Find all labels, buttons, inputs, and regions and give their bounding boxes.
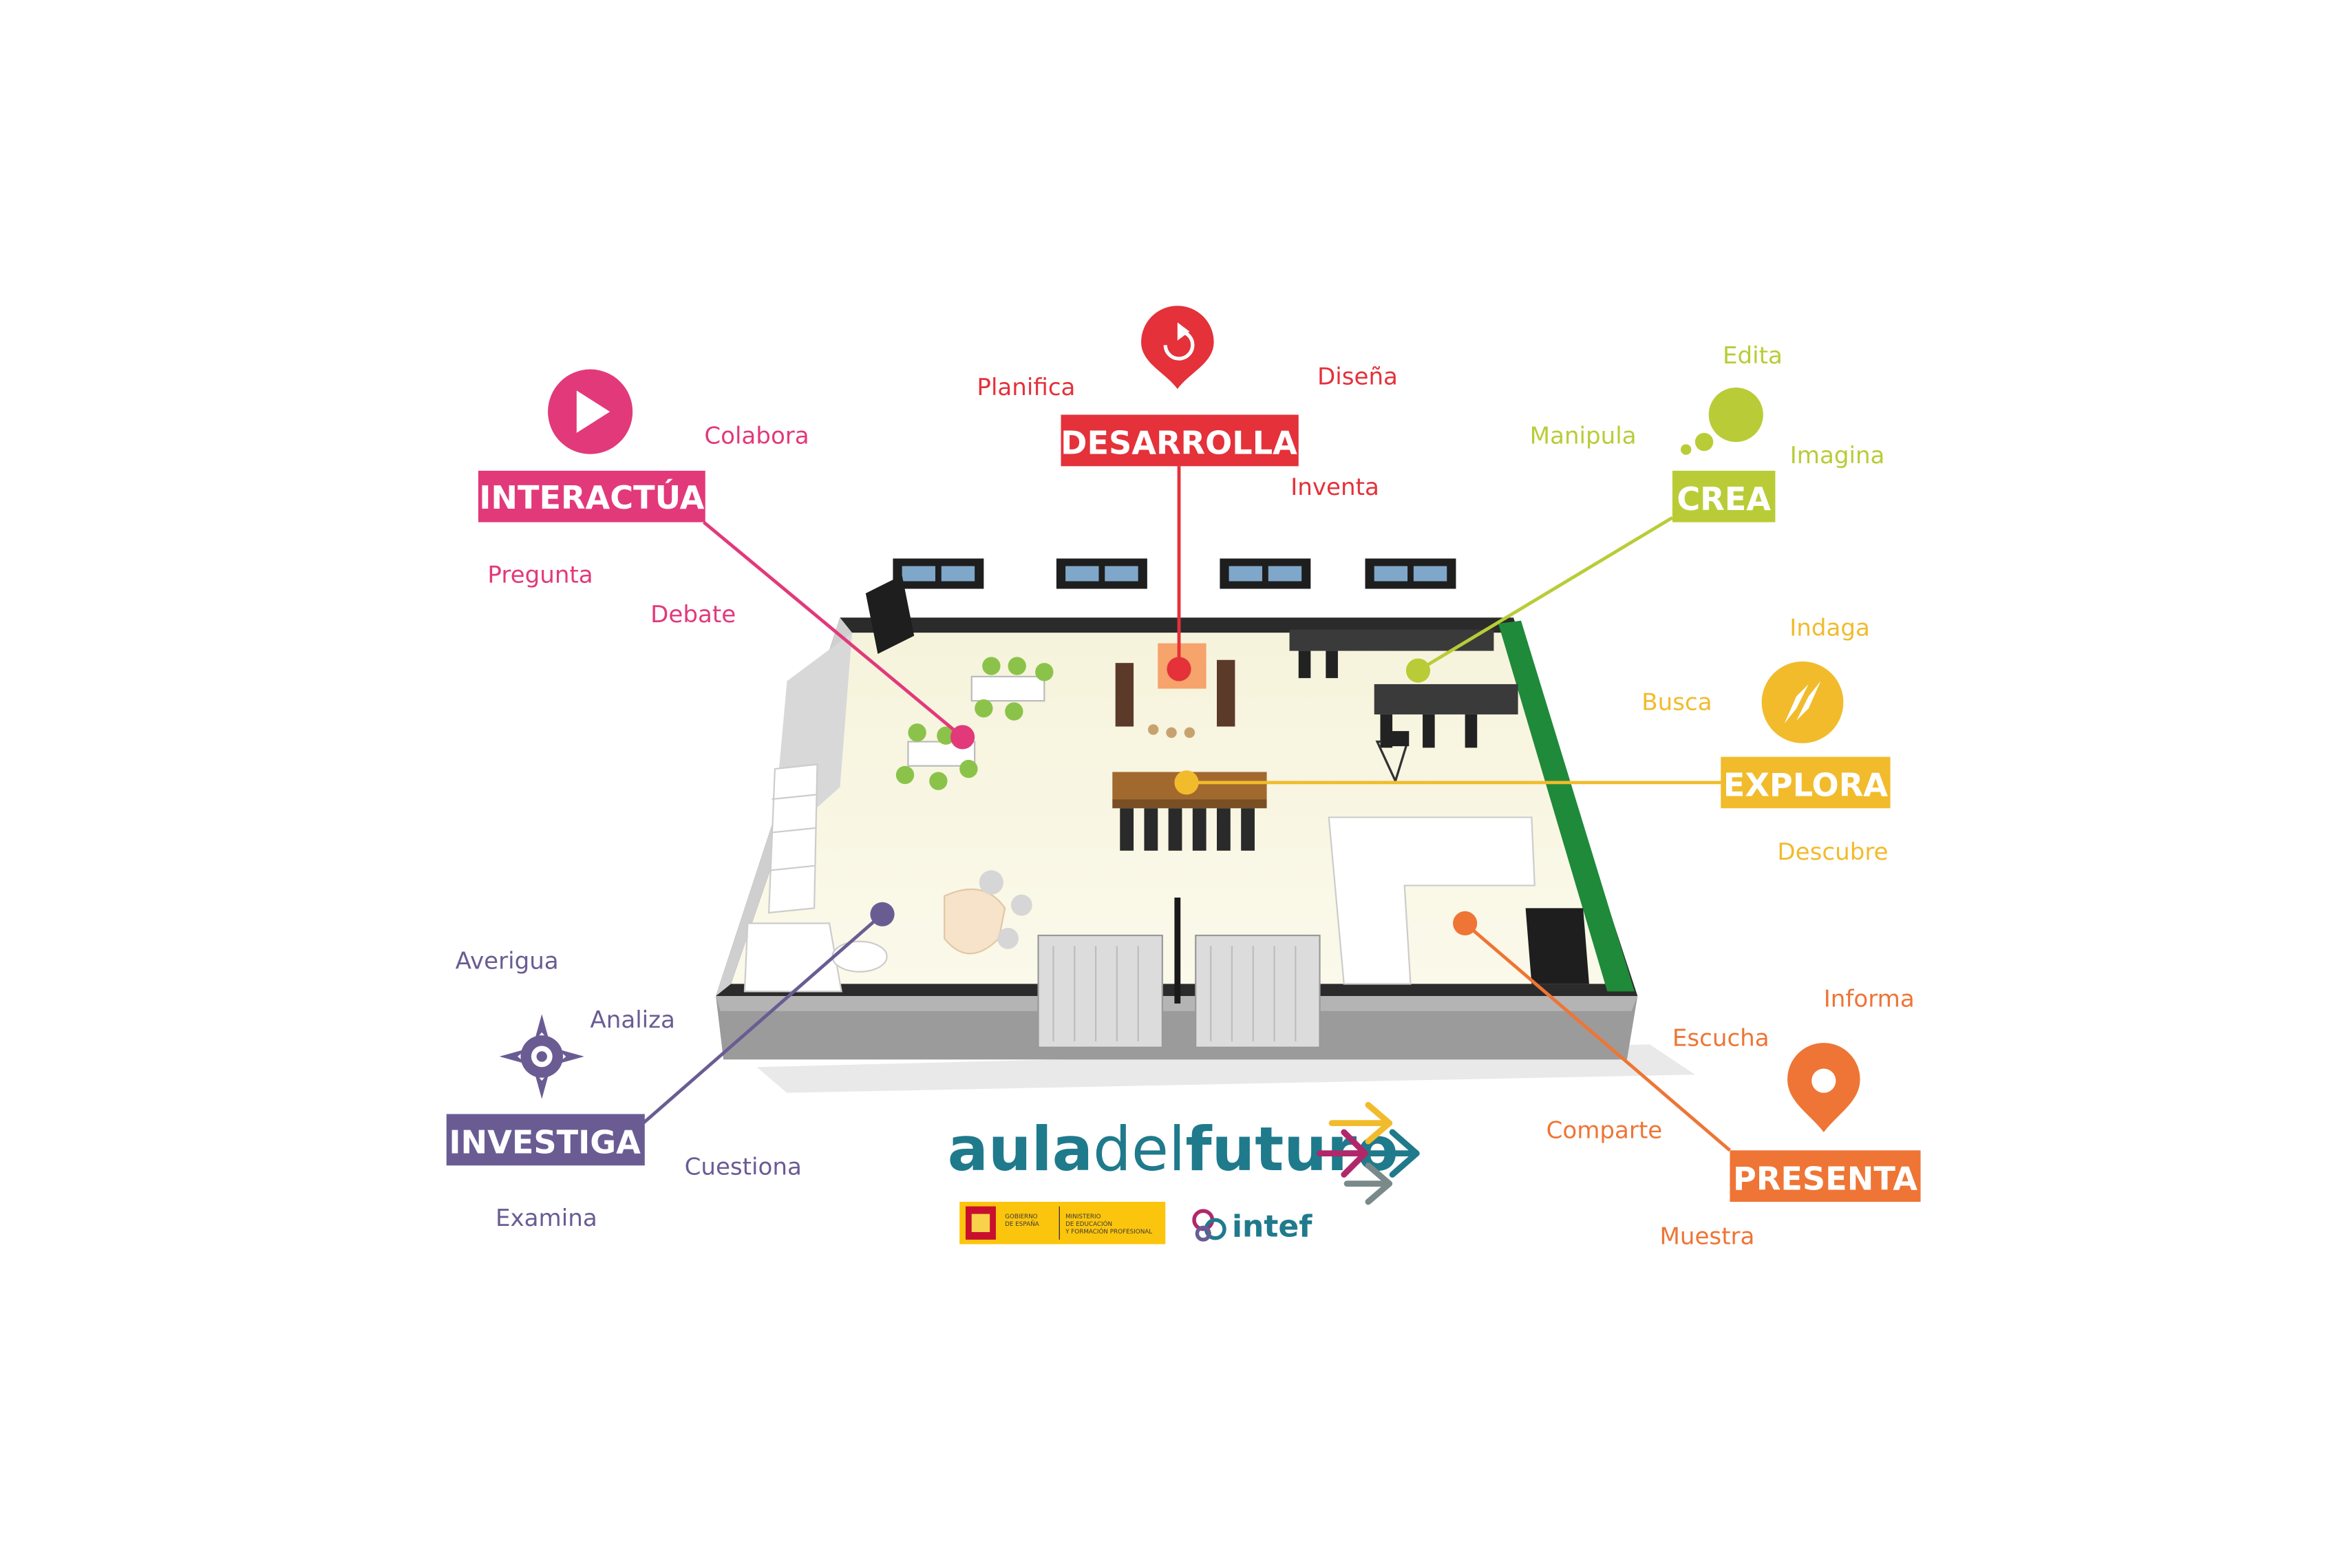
verb-colabora: Colabora: [704, 422, 809, 449]
explora-label: EXPLORA: [1723, 767, 1888, 804]
crea-connector: [1417, 516, 1674, 672]
verb-analiza: Analiza: [590, 1006, 675, 1034]
connector-lines: [641, 466, 1732, 1152]
zone-investiga: INVESTIGA Averigua Analiza Cuestiona Exa…: [446, 947, 802, 1232]
ministry-text-2: DE EDUCACIÓN: [1065, 1220, 1112, 1228]
investiga-label: INVESTIGA: [449, 1124, 641, 1161]
verb-disena: Diseña: [1317, 363, 1398, 391]
bookshelf: [767, 763, 818, 914]
verb-escucha: Escucha: [1672, 1025, 1769, 1052]
intef-text: intef: [1232, 1209, 1312, 1244]
verb-averigua: Averigua: [456, 947, 559, 975]
explora-furniture: [1112, 772, 1267, 851]
desarrolla-label-box: [1061, 414, 1299, 467]
connector-dots: [870, 657, 1478, 935]
desarrolla-furniture: [1115, 643, 1235, 739]
presenta-label-box: [1730, 1150, 1921, 1203]
verb-planifica: Planifica: [977, 374, 1075, 401]
thought-bubble-icon: [1680, 387, 1763, 455]
zone-explora: EXPLORA Indaga Busca Descubre: [1641, 615, 1891, 866]
desarrolla-label: DESARROLLA: [1061, 425, 1297, 462]
interactua-connector: [702, 520, 964, 739]
investiga-connector: [641, 913, 884, 1125]
desarrolla-dot: [1167, 657, 1191, 681]
classroom-floorplan: [716, 558, 1695, 1093]
intef-logo: intef: [1192, 1209, 1312, 1244]
aula-del-futuro-logo: auladelfuturo GOBIERNO DE ESPAÑA MINISTE…: [948, 1101, 1420, 1244]
gov-text-2: DE ESPAÑA: [1005, 1220, 1039, 1228]
interactua-furniture: [895, 657, 1054, 790]
door-left: [1037, 934, 1163, 1048]
investiga-furniture: [743, 870, 1032, 993]
logo-wordmark: auladelfuturo: [948, 1114, 1399, 1185]
verb-inventa: Inventa: [1290, 474, 1379, 501]
front-wall: [716, 995, 1638, 1060]
verb-muestra: Muestra: [1659, 1223, 1754, 1251]
presenta-label: PRESENTA: [1733, 1160, 1917, 1197]
zone-desarrolla: DESARROLLA Planifica Diseña Inventa: [977, 306, 1398, 501]
gov-text-1: GOBIERNO: [1005, 1214, 1038, 1220]
presenta-connector: [1464, 922, 1732, 1152]
verb-imagina: Imagina: [1790, 442, 1885, 469]
crea-dot: [1405, 658, 1431, 683]
presenta-dot: [1453, 911, 1478, 935]
explora-dot: [1174, 770, 1199, 795]
verb-comparte: Comparte: [1546, 1117, 1663, 1145]
wall-screen: [865, 575, 915, 654]
verb-descubre: Descubre: [1777, 838, 1888, 866]
interactua-label-box: [478, 470, 705, 522]
verb-manipula: Manipula: [1530, 422, 1637, 449]
verb-indaga: Indaga: [1789, 615, 1870, 642]
green-wall: [1498, 620, 1635, 992]
ministry-text-1: MINISTERIO: [1065, 1214, 1101, 1220]
ministry-text-3: Y FORMACIÓN PROFESIONAL: [1065, 1227, 1152, 1236]
zone-crea: CREA Edita Manipula Imagina: [1530, 342, 1885, 522]
investiga-dot: [870, 902, 895, 926]
investiga-label-box: [446, 1114, 645, 1166]
windows: [893, 558, 1456, 589]
zone-interactua: INTERACTÚA Colabora Pregunta Debate: [478, 369, 809, 628]
explora-label-box: [1721, 756, 1891, 809]
government-logo: GOBIERNO DE ESPAÑA MINISTERIO DE EDUCACI…: [959, 1202, 1166, 1244]
verb-debate: Debate: [650, 601, 736, 628]
door-right: [1195, 934, 1321, 1048]
verb-edita: Edita: [1723, 342, 1783, 370]
arrows-icon: [1317, 1101, 1420, 1205]
refresh-pin-icon: [1141, 306, 1214, 390]
zone-presenta: PRESENTA Informa Escucha Comparte Muestr…: [1546, 985, 1921, 1251]
verb-busca: Busca: [1641, 688, 1712, 716]
interactua-label: INTERACTÚA: [479, 479, 704, 516]
verb-cuestiona: Cuestiona: [685, 1153, 802, 1180]
verb-informa: Informa: [1824, 985, 1915, 1013]
verb-examina: Examina: [496, 1205, 597, 1232]
crea-label-box: [1672, 470, 1776, 522]
compass-icon: [1761, 661, 1844, 743]
presenta-furniture: [1328, 816, 1589, 985]
location-pin-icon: [1787, 1043, 1860, 1132]
verb-pregunta: Pregunta: [487, 562, 593, 589]
interactua-dot: [950, 725, 975, 750]
crosshair-star-icon: [499, 1014, 584, 1099]
crea-label: CREA: [1677, 480, 1771, 518]
play-icon: [548, 369, 633, 454]
